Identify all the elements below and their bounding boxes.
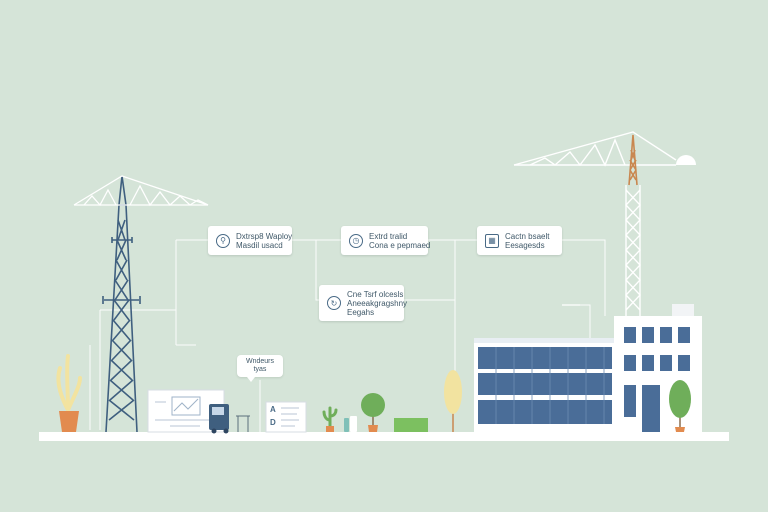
card-3-line-2: Eesagesds — [505, 240, 545, 250]
planter-box — [394, 418, 428, 432]
cactus-plant — [322, 406, 338, 432]
refresh-icon: ↻ — [327, 296, 341, 310]
white-building — [614, 304, 702, 432]
document-letter-d: D — [270, 418, 276, 427]
round-tree — [361, 393, 385, 432]
bench-posts — [344, 416, 357, 432]
truck — [209, 404, 229, 434]
left-crane-jib — [73, 175, 209, 207]
card-3-line-1: Cactn bsaelt — [505, 231, 550, 241]
bubble-line-2: tyas — [253, 366, 267, 373]
glass-office-building — [474, 338, 616, 432]
small-table — [236, 415, 250, 432]
connector-lines — [89, 239, 606, 432]
potted-plant-left — [56, 354, 82, 432]
tower-crane — [513, 131, 696, 316]
document-letter-a: A — [270, 405, 276, 414]
card-1-line-1: Dxtrsp8 Waploy — [236, 231, 293, 241]
card-4-line-3: Eegahs — [347, 307, 375, 317]
clock-icon: ◷ — [349, 233, 363, 248]
telecom-tower — [102, 175, 141, 433]
card-2-line-1: Extrd tralid — [369, 231, 408, 241]
speech-bubble: Wndeurs tyas — [237, 355, 283, 382]
tree-right — [669, 380, 691, 432]
card-2-line-2: Cona e pepmaed — [369, 240, 431, 250]
card-4-line-2: Aneeakgragshny — [347, 298, 408, 308]
building-icon: ▦ — [485, 233, 499, 248]
card-4-line-1: Cne Tsrf olcesls — [347, 289, 404, 299]
card-1-line-2: Masdil usacd — [236, 240, 283, 250]
tall-tree — [444, 370, 462, 432]
magnifier-icon: ⚲ — [216, 233, 230, 248]
bubble-line-1: Wndeurs — [245, 358, 274, 365]
ground-line — [39, 432, 729, 441]
document-board — [265, 401, 307, 433]
